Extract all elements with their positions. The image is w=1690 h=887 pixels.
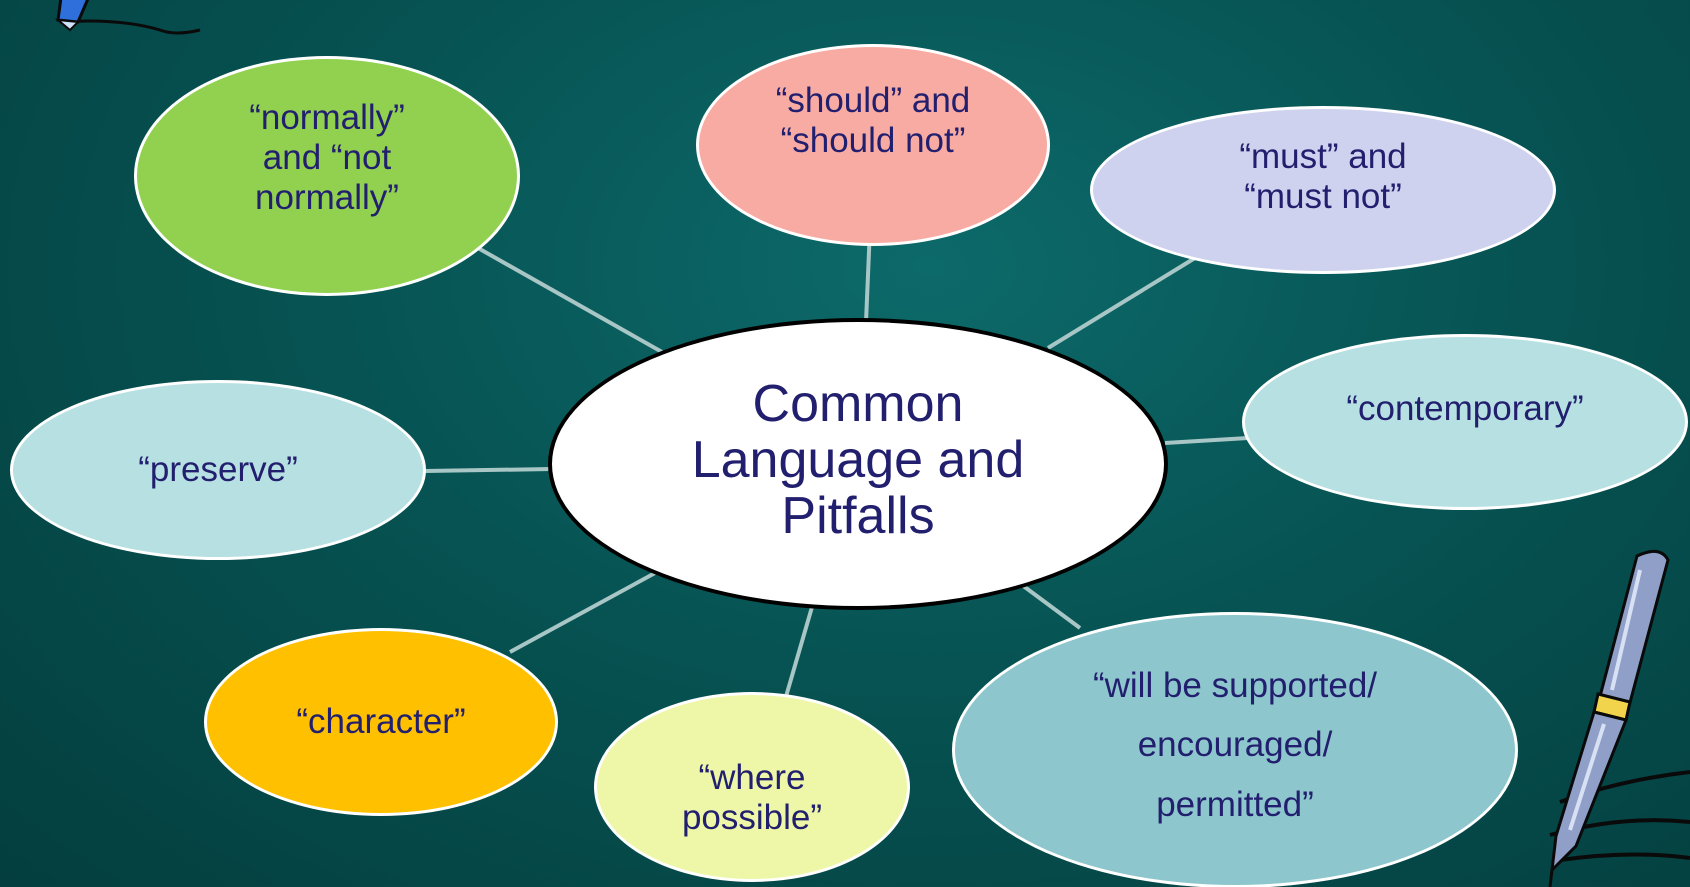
node-preserve-label: “preserve”: [138, 449, 298, 489]
connector-will-be-supported: [1020, 583, 1082, 630]
pen-icon: [1548, 549, 1690, 887]
node-where-possible-label: “where possible”: [681, 757, 823, 837]
connector-character: [509, 571, 656, 654]
node-should: “should” and “should not”: [696, 44, 1050, 246]
node-normally-label: “normally” and “not normally”: [249, 97, 405, 218]
connector-where-possible: [783, 606, 814, 701]
connector-normally: [477, 246, 663, 354]
node-normally: “normally” and “not normally”: [134, 56, 520, 296]
node-character: “character”: [204, 628, 558, 816]
connector-contemporary: [1164, 436, 1249, 445]
node-should-label: “should” and “should not”: [775, 80, 971, 160]
node-preserve: “preserve”: [10, 380, 426, 560]
connector-must: [1046, 256, 1197, 350]
node-contemporary: “contemporary”: [1242, 334, 1688, 510]
node-must-label: “must” and “must not”: [1239, 136, 1407, 216]
pen-icon: [54, 0, 201, 35]
center-topic: Common Language and Pitfalls: [548, 318, 1168, 610]
node-will-be-supported-label: “will be supported/ encouraged/ permitte…: [1092, 665, 1378, 824]
connector-preserve: [424, 467, 553, 473]
center-topic-label: Common Language and Pitfalls: [691, 374, 1025, 546]
node-contemporary-label: “contemporary”: [1346, 388, 1584, 428]
node-character-label: “character”: [296, 701, 466, 741]
node-where-possible: “where possible”: [594, 692, 910, 882]
node-must: “must” and “must not”: [1090, 106, 1556, 274]
node-will-be-supported: “will be supported/ encouraged/ permitte…: [952, 612, 1518, 887]
